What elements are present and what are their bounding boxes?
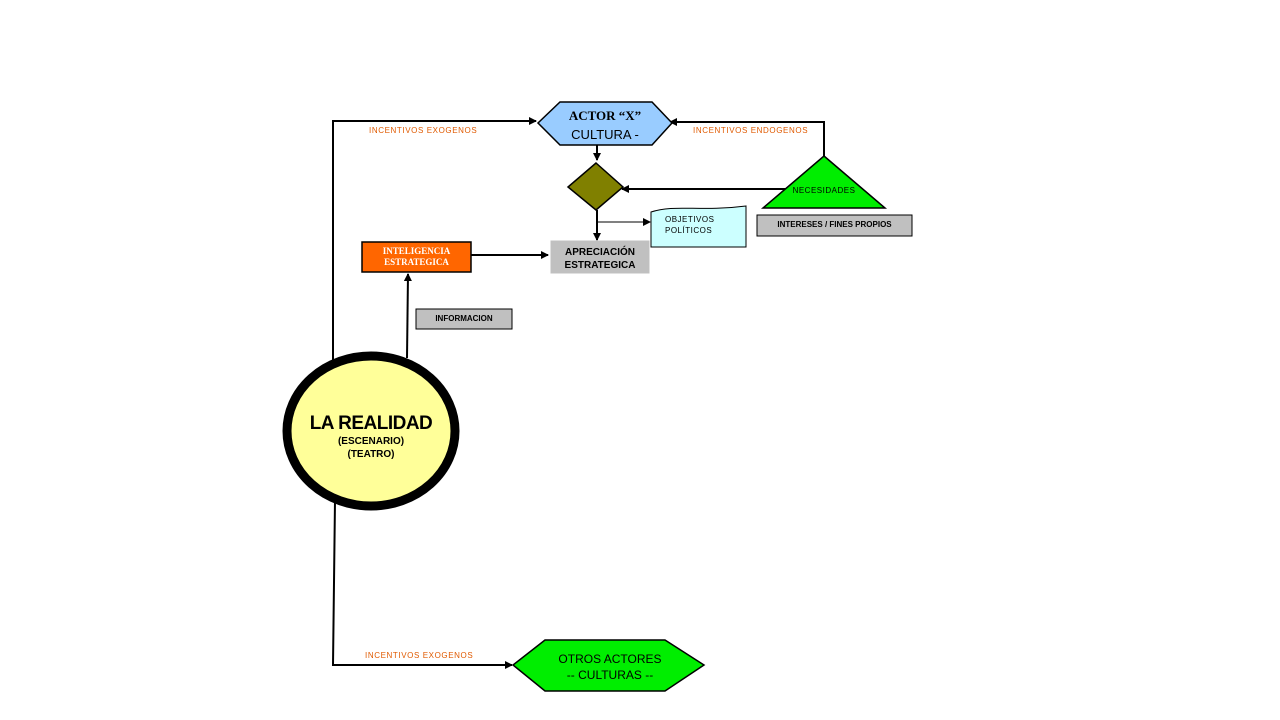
actor-x-title: ACTOR “X” (568, 108, 642, 123)
informacion-label: INFORMACION (435, 314, 493, 323)
necesidades-node (760, 155, 888, 209)
realidad-line3: (TEATRO) (347, 449, 395, 460)
incentivos-endogenos-label: INCENTIVOS ENDOGENOS (693, 126, 809, 135)
objetivos-node (650, 205, 747, 248)
edge-realidad-to-actor (332, 117, 537, 360)
edge-realidad-to-otros (331, 499, 513, 669)
intereses-node (756, 214, 913, 237)
otros-actores-line1: OTROS ACTORES (558, 652, 662, 666)
inteligencia-line1: INTELIGENCIA (382, 246, 451, 256)
inteligencia-line2: ESTRATEGICA (384, 257, 449, 267)
apreciacion-line2: ESTRATEGICA (564, 260, 636, 271)
edge-necesidades-to-actor (669, 118, 825, 156)
realidad-line2: (ESCENARIO) (337, 436, 405, 447)
actor-x-node (536, 101, 674, 146)
realidad-title: LA REALIDAD (309, 413, 433, 434)
otros-actores-line2: -- CULTURAS -- (566, 668, 654, 682)
incentivos-exogenos-bottom-label: INCENTIVOS EXOGENOS (365, 651, 474, 660)
inteligencia-node (361, 241, 472, 273)
informacion-node (415, 308, 513, 330)
necesidades-label: NECESIDADES (792, 186, 856, 195)
otros-actores-node (511, 639, 706, 692)
objetivos-line1: OBJETIVOS (665, 215, 715, 224)
apreciacion-line1: APRECIACIÓN (564, 247, 635, 258)
objetivos-line2: POLÍTICOS (665, 226, 713, 235)
incentivos-exogenos-top-label: INCENTIVOS EXOGENOS (369, 126, 478, 135)
decision-diamond (566, 162, 625, 211)
apreciacion-node (550, 240, 650, 274)
realidad-node (282, 351, 460, 511)
edge-realidad-to-inteligencia (403, 273, 412, 359)
actor-x-subtitle: CULTURA - (571, 127, 639, 142)
intereses-label: INTERESES / FINES PROPIOS (777, 220, 892, 229)
